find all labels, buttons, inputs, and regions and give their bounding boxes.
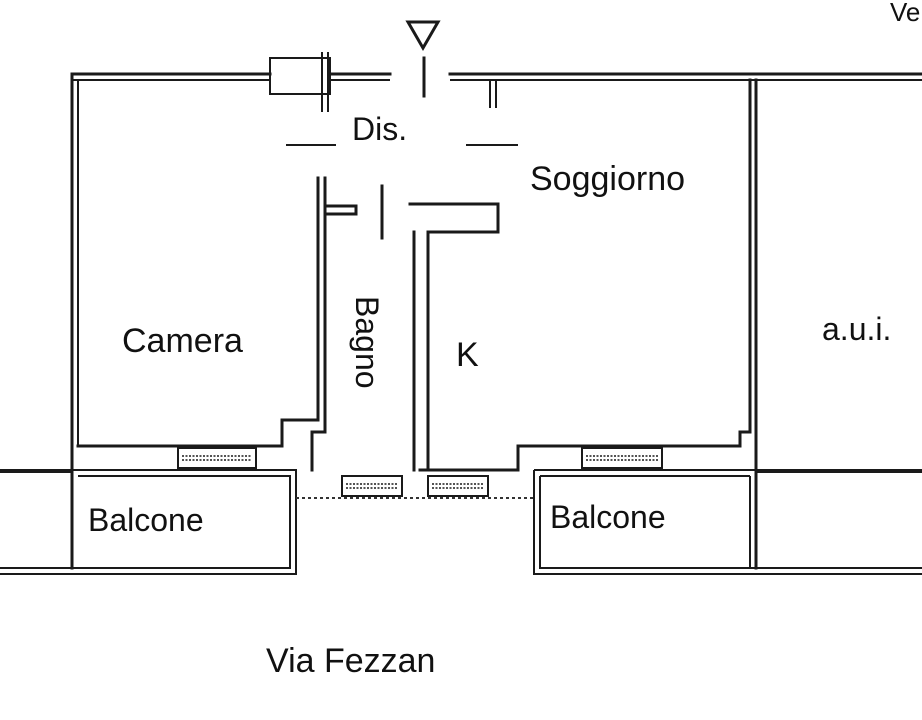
- camera-walls: [76, 176, 327, 472]
- label-cucina: K: [456, 336, 479, 374]
- label-aui: a.u.i.: [822, 311, 891, 347]
- entrance-column: [269, 52, 497, 112]
- label-camera: Camera: [122, 322, 243, 360]
- windows: [177, 447, 663, 497]
- label-soggiorno: Soggiorno: [530, 160, 685, 198]
- soggiorno-walls: [286, 144, 742, 472]
- balcone-right-outline: [533, 469, 922, 575]
- label-street: Via Fezzan: [266, 642, 435, 680]
- entrance-arrow-icon: [405, 20, 441, 52]
- corner-text: Ve: [890, 0, 920, 27]
- label-bagno: Bagno: [349, 296, 385, 389]
- label-balcone-right: Balcone: [550, 499, 666, 535]
- label-disimpegno: Dis.: [352, 111, 407, 147]
- balcone-left-outline: [0, 469, 297, 575]
- label-balcone-left: Balcone: [88, 502, 204, 538]
